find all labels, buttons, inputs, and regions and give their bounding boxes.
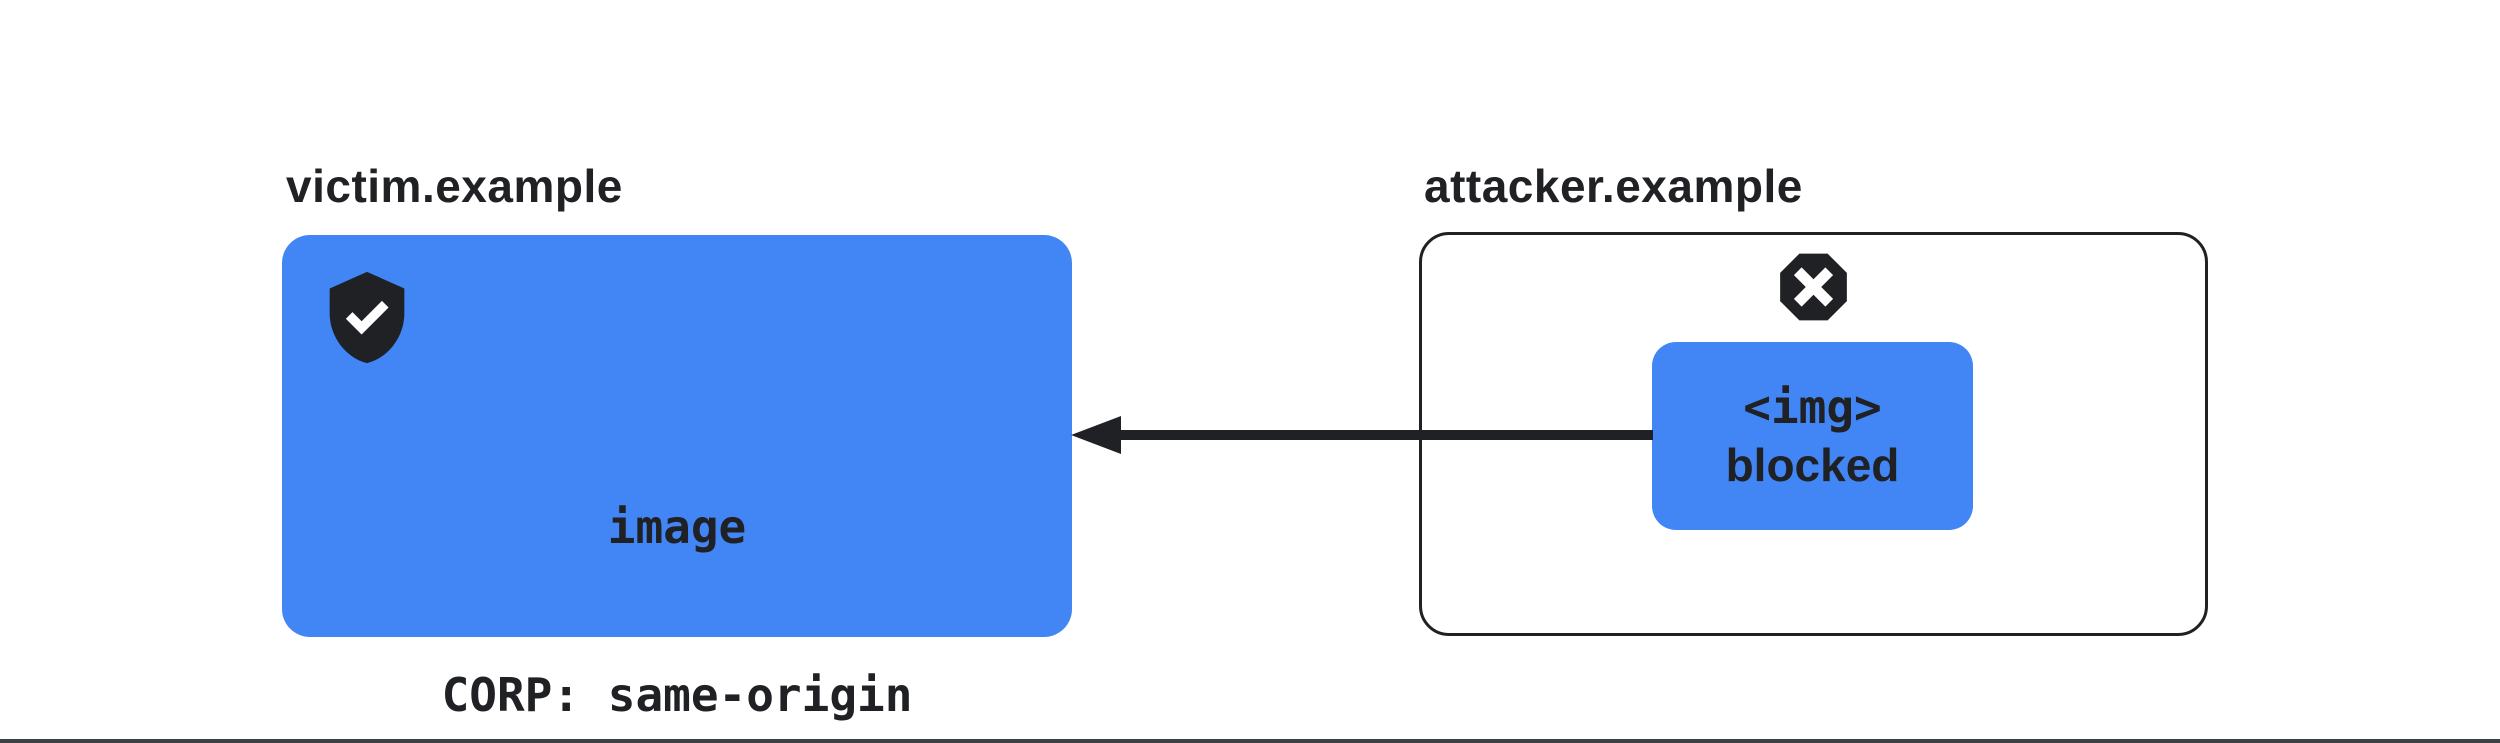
victim-domain-label: victim.example bbox=[286, 160, 623, 212]
attacker-domain-label: attacker.example bbox=[1424, 160, 1803, 212]
victim-resource-line: image bbox=[607, 500, 747, 554]
img-tag-label: <img> bbox=[1743, 380, 1882, 434]
victim-corp-header-line: CORP: same-origin bbox=[441, 668, 913, 722]
blocked-status-label: blocked bbox=[1725, 439, 1900, 491]
blocked-request-arrow bbox=[1071, 416, 1653, 454]
shield-check-icon bbox=[329, 271, 405, 364]
page-bottom-rule bbox=[0, 739, 2500, 743]
blocked-request-box: <img> blocked bbox=[1652, 342, 1973, 530]
victim-origin-box: image CORP: same-origin bbox=[282, 235, 1072, 722]
octagon-x-icon bbox=[1780, 253, 1847, 321]
victim-box-text: image CORP: same-origin bbox=[282, 387, 1072, 743]
